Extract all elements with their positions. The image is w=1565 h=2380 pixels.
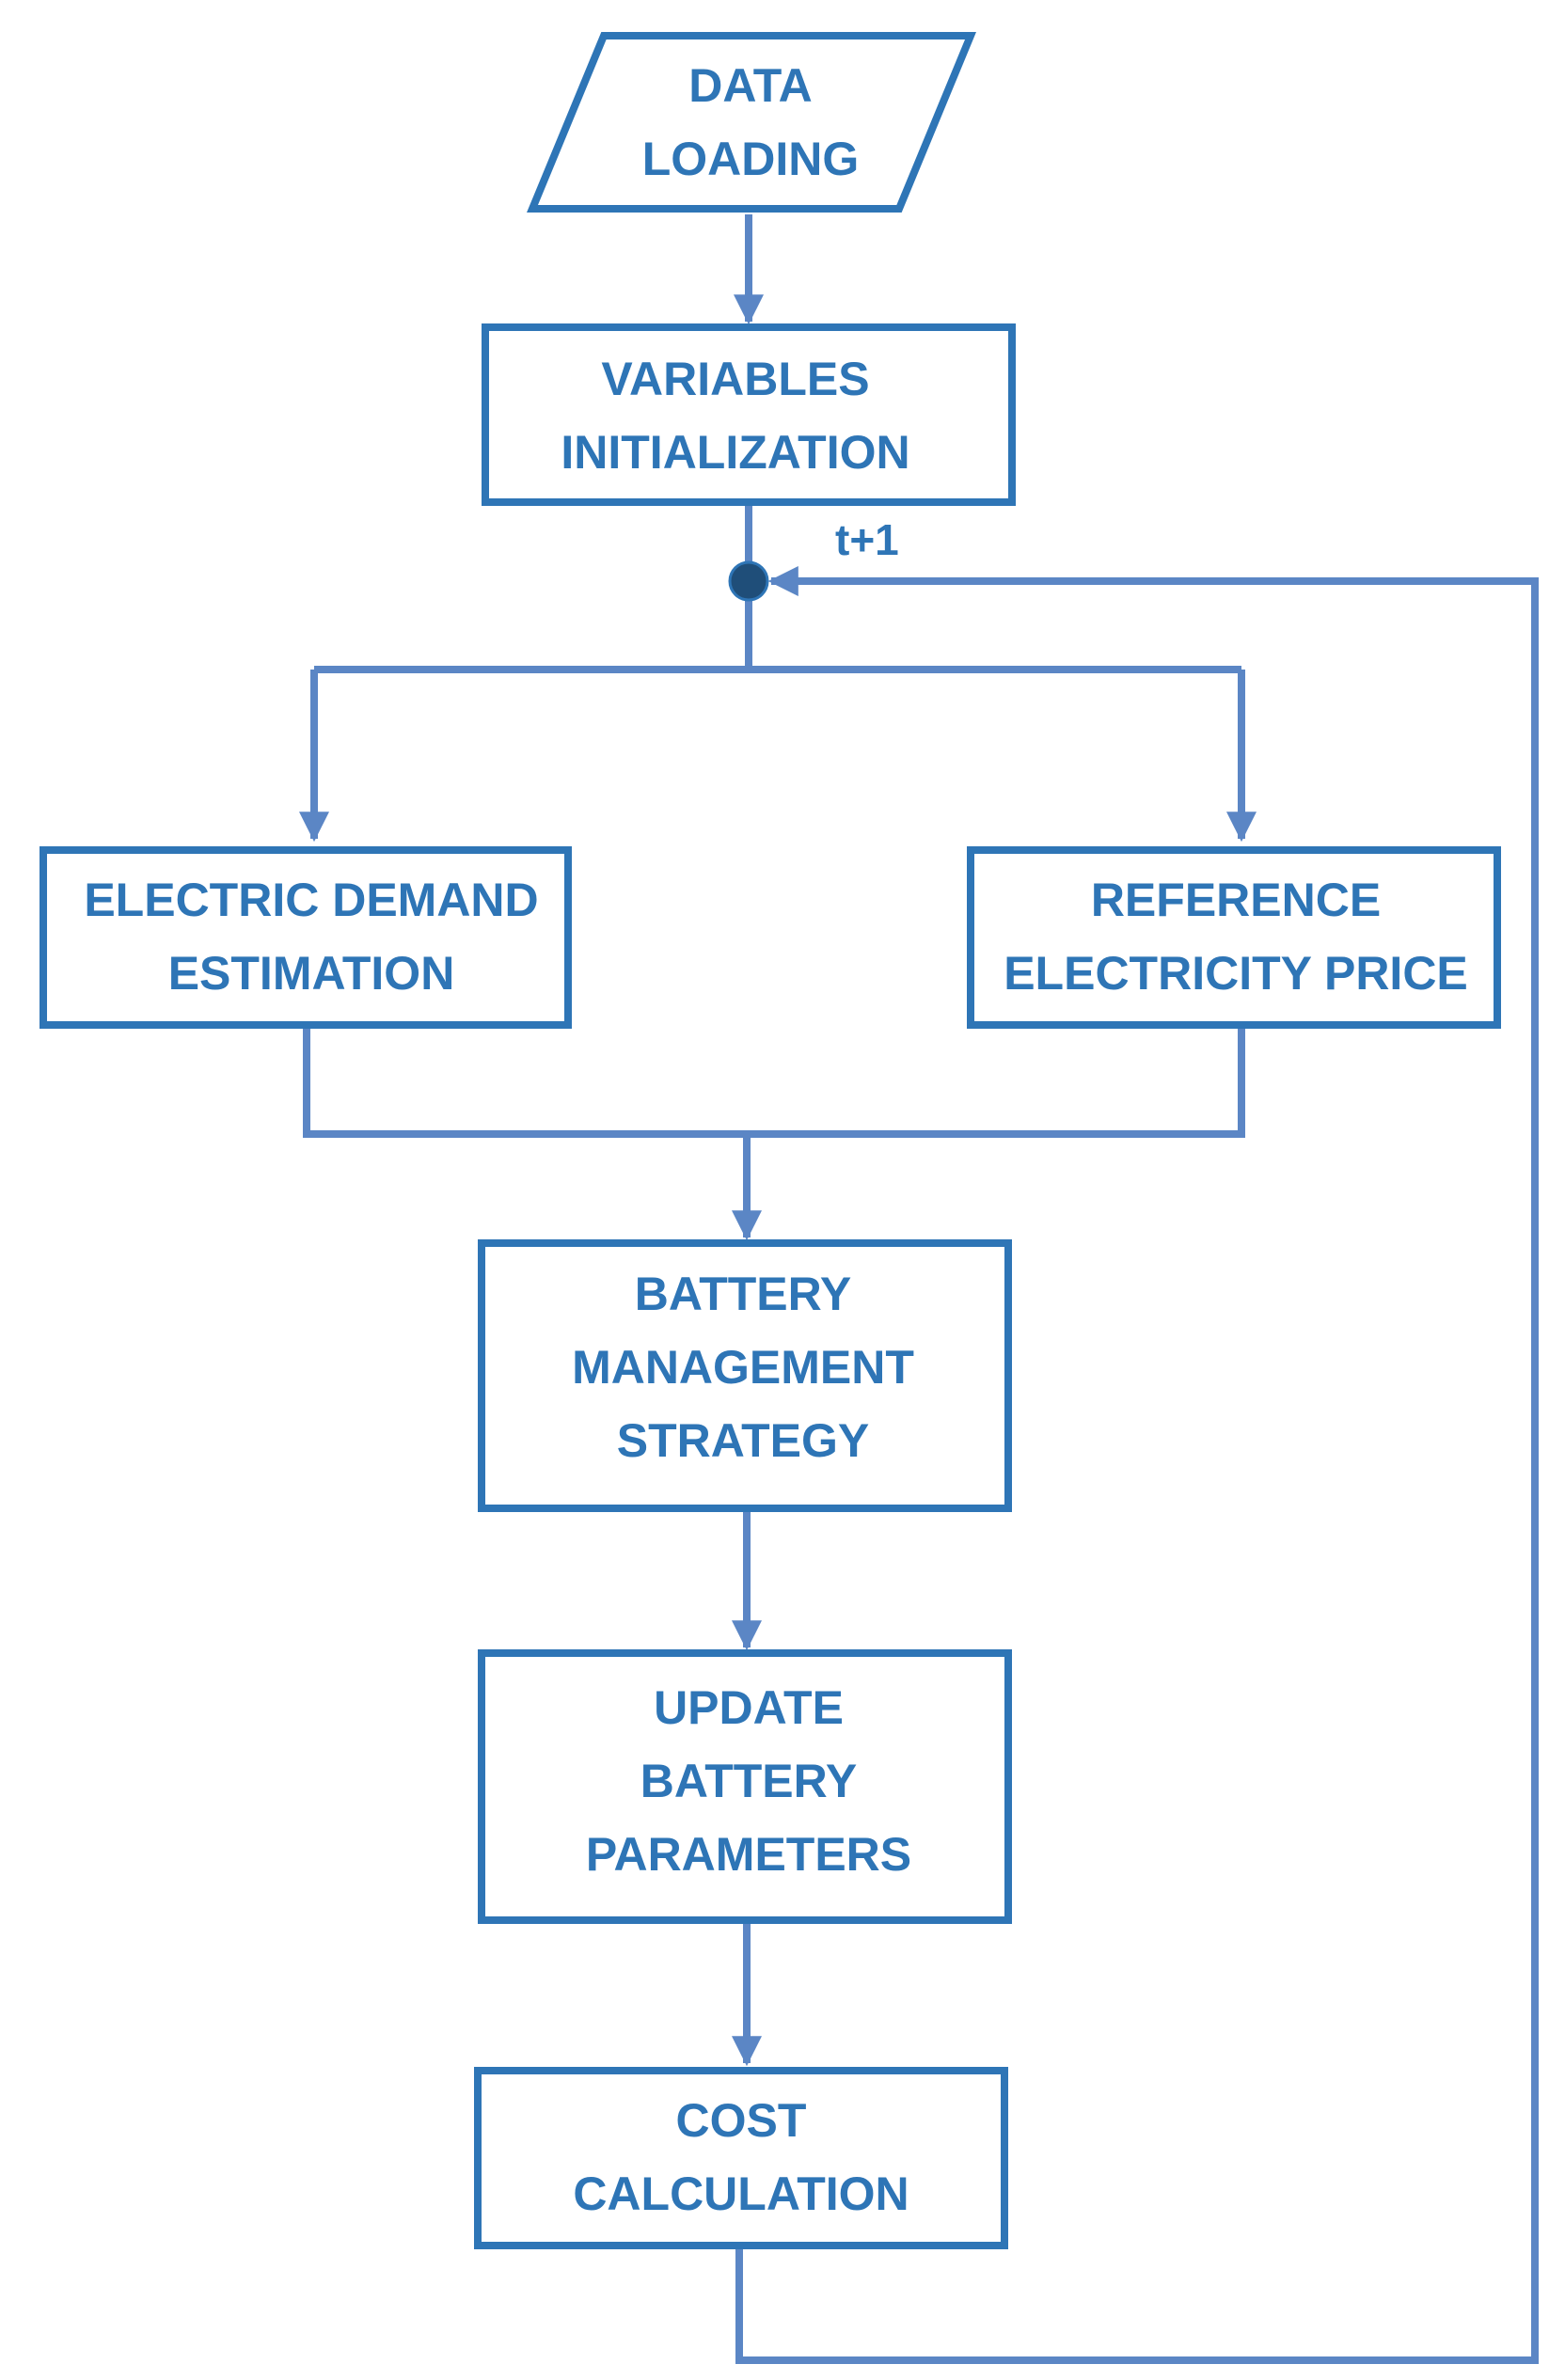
- connector-electric-demand-to-merge: [303, 1027, 747, 1138]
- node-label-line: UPDATE: [654, 1681, 844, 1734]
- node-label-line: BATTERY: [635, 1268, 852, 1320]
- battery-management-strategy-box: [478, 1239, 1012, 1512]
- electric-demand-estimation-box: [40, 846, 572, 1029]
- variables-initialization-node: VARIABLES INITIALIZATION: [482, 323, 1016, 506]
- data-loading-label: DATA LOADING: [642, 59, 860, 185]
- variables-initialization-label: VARIABLES INITIALIZATION: [561, 353, 909, 479]
- update-battery-parameters-node: UPDATE BATTERY PARAMETERS: [478, 1649, 1012, 1924]
- node-label-line: INITIALIZATION: [561, 426, 909, 479]
- node-label-line: BATTERY: [640, 1755, 858, 1807]
- connector-reference-price-to-merge: [747, 1027, 1245, 1138]
- node-label-line: DATA: [688, 59, 812, 112]
- node-label-line: COST: [676, 2094, 807, 2147]
- connector-junction-split-bar: [314, 581, 1241, 673]
- cost-calculation-label: COST CALCULATION: [573, 2094, 909, 2220]
- update-battery-parameters-label: UPDATE BATTERY PARAMETERS: [586, 1681, 911, 1881]
- electric-demand-estimation-node: ELECTRIC DEMAND ESTIMATION: [40, 846, 572, 1029]
- node-label-line: LOADING: [642, 133, 860, 185]
- connector-cost-feedback-loop: [735, 566, 1539, 2364]
- node-label-line: ELECTRIC DEMAND: [84, 874, 538, 926]
- node-label-line: ESTIMATION: [168, 947, 455, 1000]
- node-label-line: ELECTRICITY PRICE: [1004, 947, 1468, 1000]
- reference-electricity-price-box: [967, 846, 1501, 1029]
- cost-calculation-node: COST CALCULATION: [474, 2067, 1008, 2249]
- cost-calculation-box: [474, 2067, 1008, 2249]
- data-loading-node: DATA LOADING: [527, 32, 976, 213]
- reference-electricity-price-label: REFERENCE ELECTRICITY PRICE: [1004, 874, 1468, 1000]
- electric-demand-estimation-label: ELECTRIC DEMAND ESTIMATION: [84, 874, 538, 1000]
- loop-junction-dot: [728, 560, 769, 602]
- node-label-line: STRATEGY: [617, 1414, 870, 1467]
- node-label-line: VARIABLES: [601, 353, 869, 405]
- node-label-line: MANAGEMENT: [572, 1341, 914, 1394]
- battery-management-strategy-label: BATTERY MANAGEMENT STRATEGY: [572, 1268, 914, 1467]
- reference-electricity-price-node: REFERENCE ELECTRICITY PRICE: [967, 846, 1501, 1029]
- update-battery-parameters-box: [478, 1649, 1012, 1924]
- battery-management-strategy-node: BATTERY MANAGEMENT STRATEGY: [478, 1239, 1012, 1512]
- data-loading-shape: [527, 32, 976, 213]
- variables-initialization-box: [482, 323, 1016, 506]
- loop-label: t+1: [835, 515, 899, 564]
- node-label-line: CALCULATION: [573, 2167, 909, 2220]
- node-label-line: REFERENCE: [1091, 874, 1381, 926]
- node-label-line: PARAMETERS: [586, 1828, 911, 1881]
